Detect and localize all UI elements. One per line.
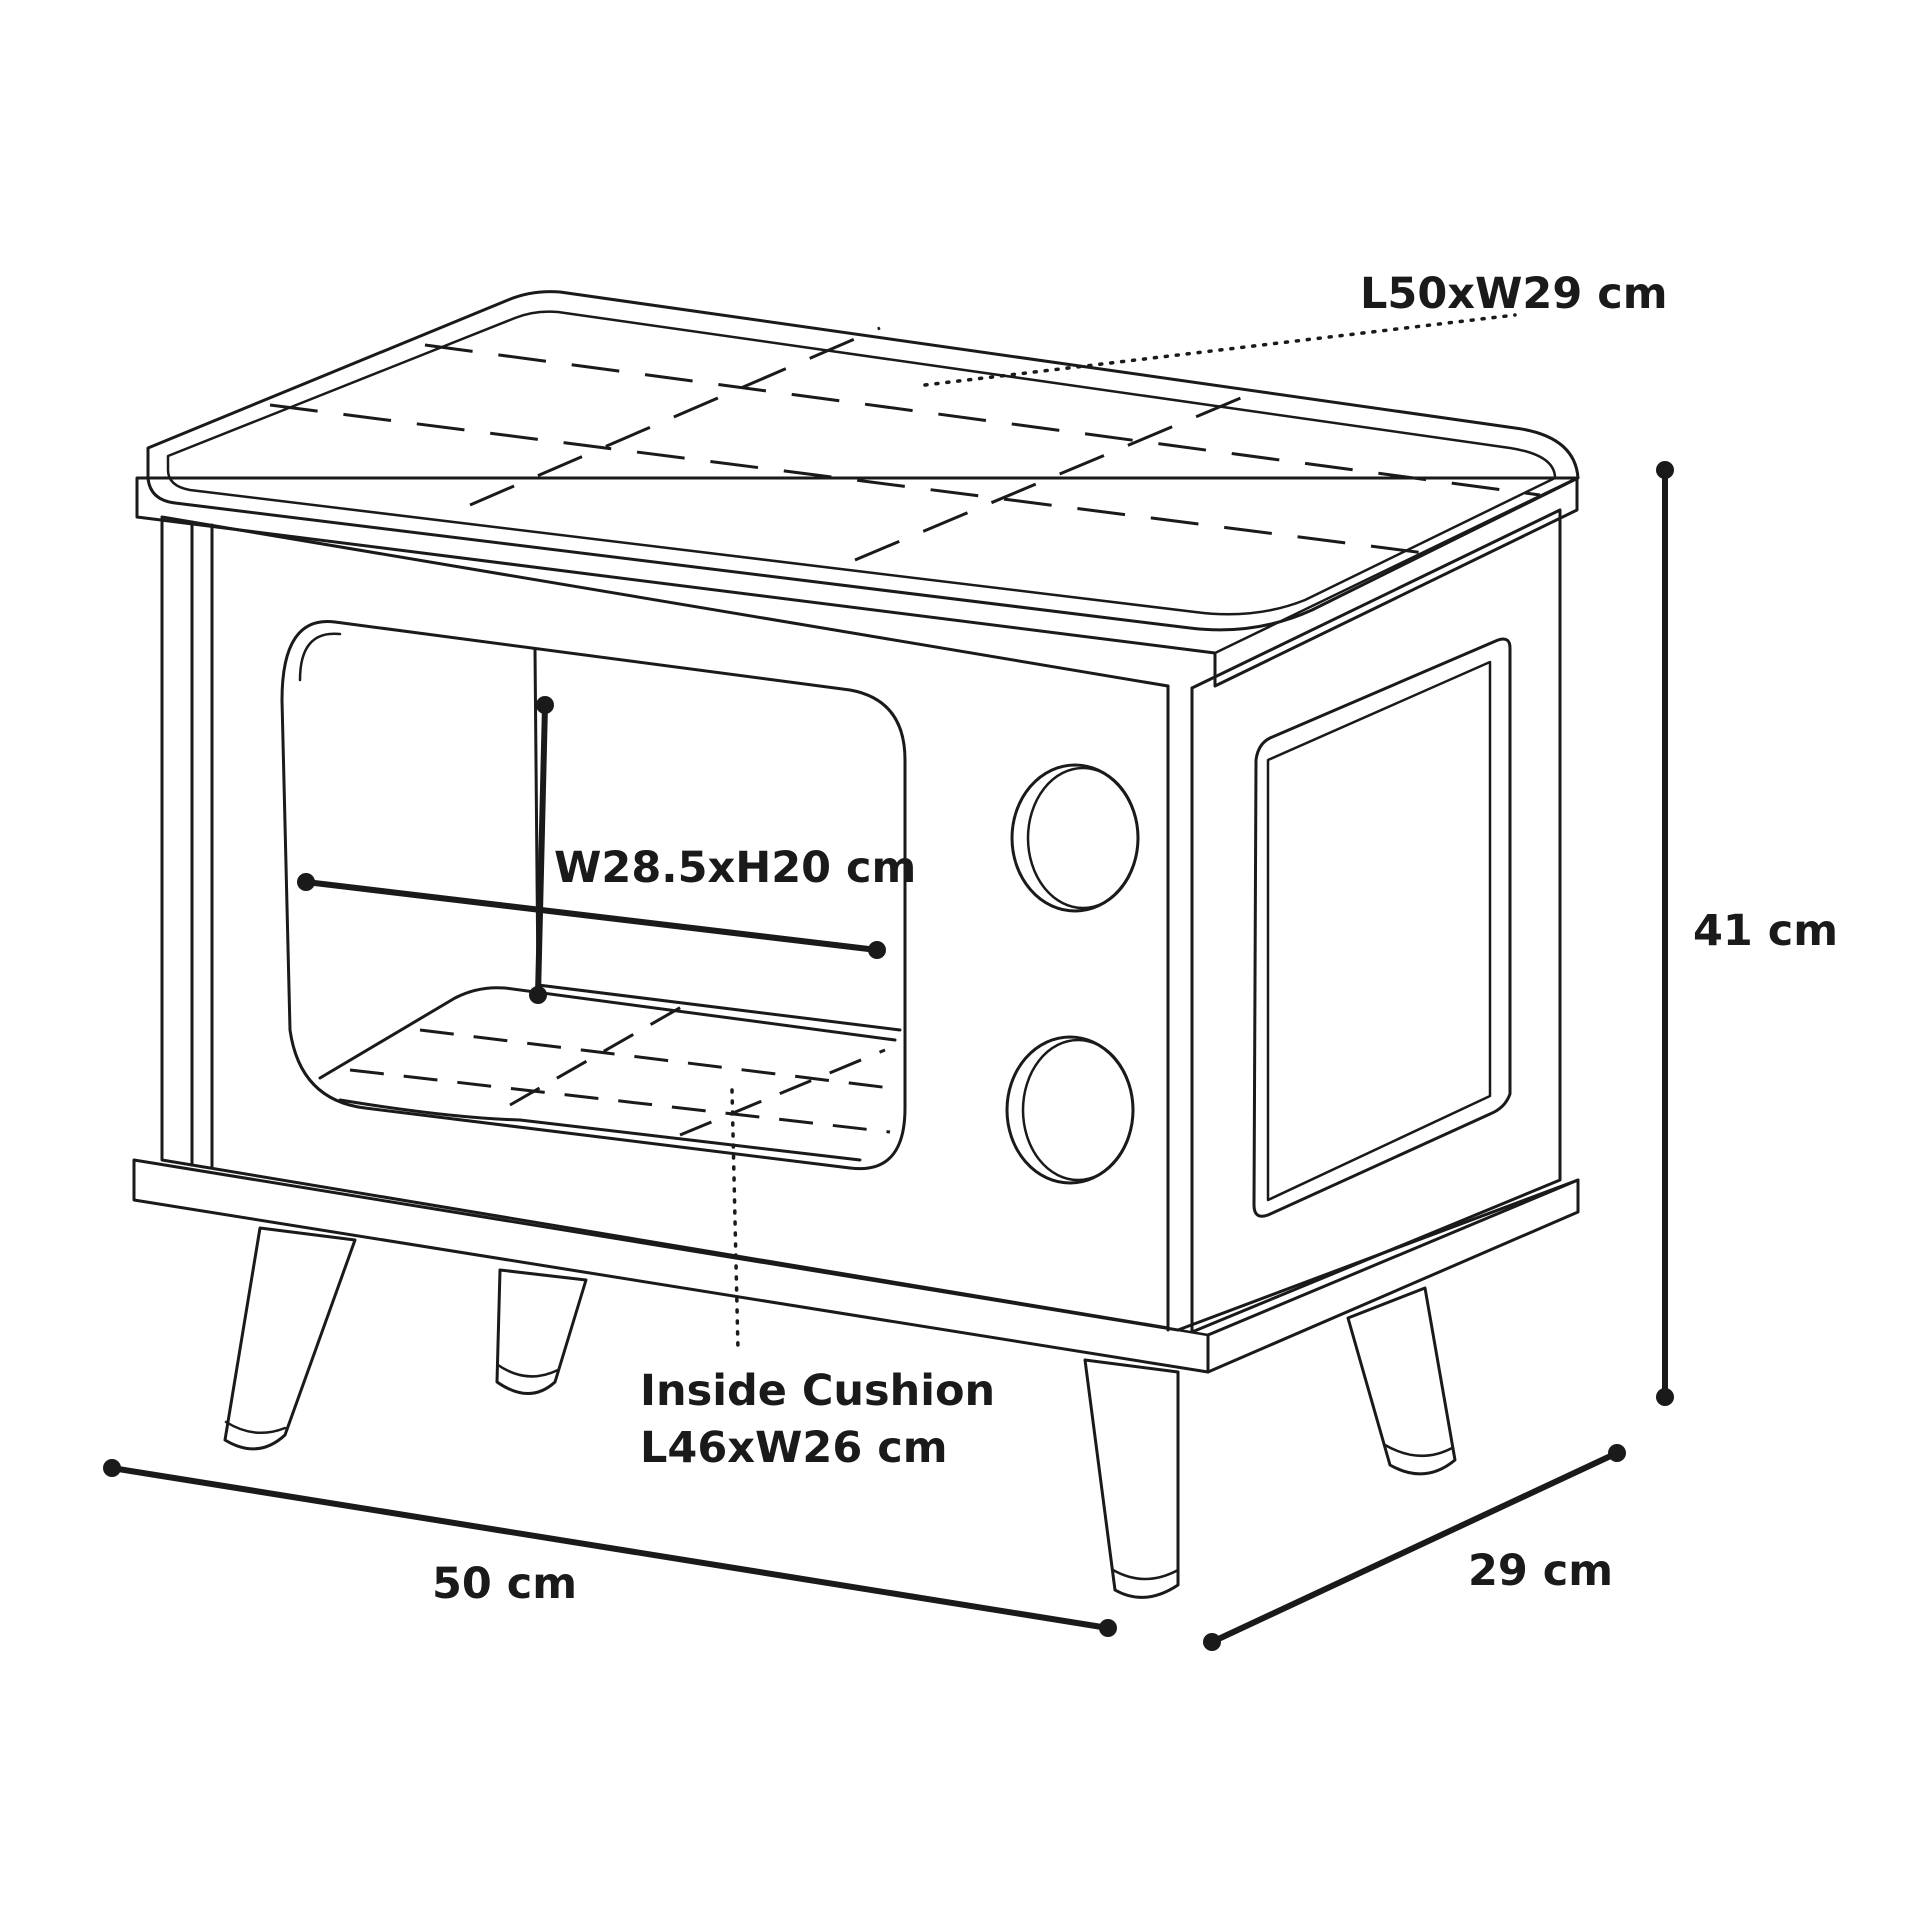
length-dimension-line	[109, 1465, 1111, 1631]
depth-dimension-line	[1209, 1450, 1620, 1645]
height-endpoint-top	[1656, 461, 1674, 479]
opening-height-endpoint-bottom	[529, 986, 547, 1004]
opening-height-endpoint-top	[536, 696, 554, 714]
top-cushion-leader	[923, 313, 1517, 387]
tv-opening	[280, 619, 907, 1171]
side-panel	[1190, 508, 1562, 1334]
height-endpoint-bottom	[1656, 1388, 1674, 1406]
knob-top	[1010, 763, 1140, 913]
leg-back-right	[1346, 1286, 1457, 1476]
knob-bottom	[1005, 1035, 1135, 1185]
leg-back-left	[495, 1268, 588, 1395]
inside-cushion-size: L46xW26 cm	[640, 1423, 948, 1473]
length-endpoint-left	[103, 1459, 121, 1477]
length-endpoint-right	[1099, 1619, 1117, 1637]
opening-width-endpoint-right	[868, 941, 886, 959]
bottom-slab	[132, 1158, 1580, 1374]
length-label: 50 cm	[432, 1559, 577, 1609]
opening-label: W28.5xH20 cm	[554, 843, 916, 893]
height-label: 41 cm	[1693, 906, 1838, 956]
top-cushion-label: L50xW29 cm	[1360, 269, 1668, 319]
depth-label: 29 cm	[1468, 1546, 1613, 1596]
opening-width-endpoint-left	[297, 873, 315, 891]
inside-cushion-title: Inside Cushion	[640, 1366, 995, 1416]
top-cushion	[146, 290, 1580, 632]
opening-width-line	[303, 879, 880, 953]
leg-front-left	[223, 1226, 357, 1451]
opening-height-line	[535, 702, 548, 998]
depth-endpoint-left	[1203, 1633, 1221, 1651]
inside-cushion-leader	[730, 1088, 740, 1352]
leg-front-right	[1083, 1358, 1180, 1599]
depth-endpoint-right	[1608, 1444, 1626, 1462]
